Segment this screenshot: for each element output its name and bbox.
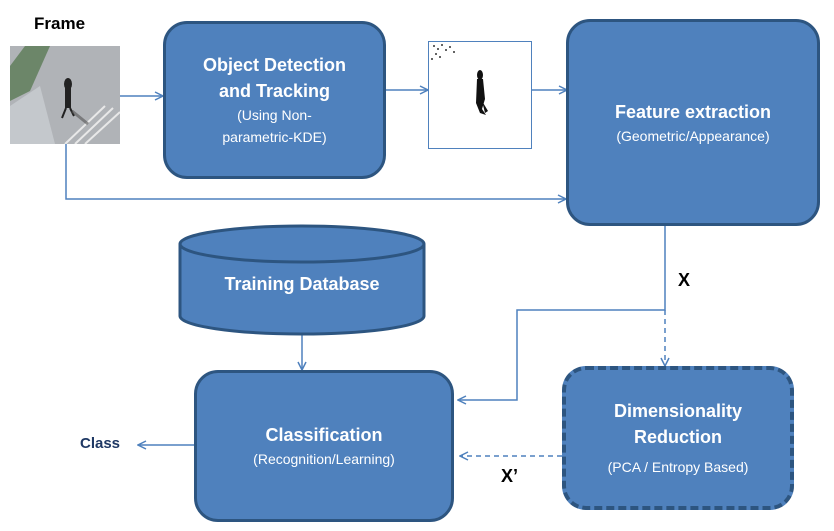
feature-extraction-box: Feature extraction (Geometric/Appearance… [566, 19, 820, 226]
class-label: Class [80, 435, 121, 452]
classification-sub: (Recognition/Learning) [253, 451, 395, 467]
detection-sub-line2: parametric-KDE) [222, 129, 327, 145]
x-prime-label: X’ [501, 466, 519, 486]
arrow-feature-to-classification [458, 226, 666, 400]
feature-sub: (Geometric/Appearance) [616, 127, 770, 144]
training-database-label: Training Database [224, 274, 380, 294]
detection-sub-line1: (Using Non- [237, 107, 312, 123]
x-label: X [678, 270, 691, 290]
dimred-sub: (PCA / Entropy Based) [607, 459, 749, 475]
dimred-title-line1: Dimensionality [613, 401, 743, 421]
feature-title: Feature extraction [614, 101, 772, 122]
training-database-cylinder [178, 224, 426, 336]
dimensionality-reduction-box: Dimensionality Reduction (PCA / Entropy … [562, 366, 794, 510]
silhouette-image [428, 41, 532, 149]
frame-image [10, 46, 120, 144]
object-detection-box: Object Detection and Tracking (Using Non… [163, 21, 386, 179]
classification-title: Classification [265, 425, 383, 445]
arrow-frame-to-feature [65, 143, 566, 199]
dimred-title-line2: Reduction [634, 427, 722, 447]
detection-title-line1: Object Detection [202, 55, 347, 75]
classification-box: Classification (Recognition/Learning) [194, 370, 454, 522]
detection-title-line2: and Tracking [218, 81, 331, 101]
frame-label: Frame [34, 14, 86, 33]
